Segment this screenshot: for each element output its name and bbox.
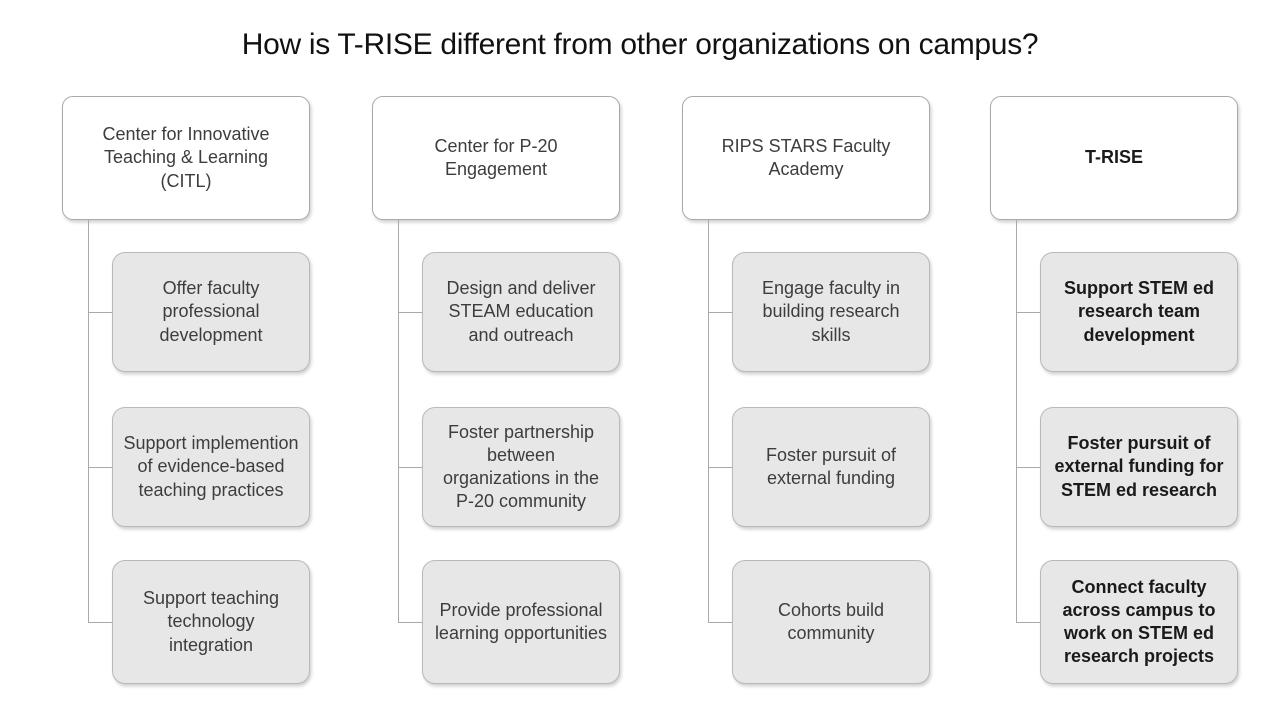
- item-label: Engage faculty in building research skil…: [761, 278, 901, 345]
- item-box: Cohorts build community: [732, 560, 930, 684]
- connector-elbow: [1016, 622, 1040, 623]
- connector-elbow: [1016, 312, 1040, 313]
- item-box: Design and deliver STEAM education and o…: [422, 252, 620, 372]
- connector-vertical-line: [1016, 220, 1017, 622]
- header-label: Center for Innovative Teaching & Learnin…: [102, 123, 270, 191]
- connector-elbow: [398, 312, 422, 313]
- item-box: Foster pursuit of external funding: [732, 407, 930, 527]
- item-box: Provide professional learning opportunit…: [422, 560, 620, 684]
- connector-elbow: [88, 622, 112, 623]
- connector-vertical-line: [708, 220, 709, 622]
- column-t-rise: T-RISE Support STEM ed research team dev…: [990, 96, 1238, 696]
- header-label: Center for P-20 Engagement: [434, 135, 558, 179]
- column-citl: Center for Innovative Teaching & Learnin…: [62, 96, 310, 696]
- item-box: Engage faculty in building research skil…: [732, 252, 930, 372]
- connector-elbow: [708, 622, 732, 623]
- connector-elbow: [88, 312, 112, 313]
- connector-vertical-line: [88, 220, 89, 622]
- item-label: Support implemention of evidence-based t…: [123, 433, 299, 500]
- item-label: Foster pursuit of external funding: [765, 444, 897, 488]
- connector-elbow: [398, 622, 422, 623]
- header-label: RIPS STARS Faculty Academy: [721, 135, 891, 179]
- item-label: Support teaching technology integration: [142, 588, 280, 655]
- connector-elbow: [398, 467, 422, 468]
- item-label: Foster partnership between organizations…: [442, 421, 600, 512]
- item-box: Offer faculty professional development: [112, 252, 310, 372]
- item-label: Support STEM ed research team developmen…: [1064, 278, 1214, 345]
- connector-elbow: [1016, 467, 1040, 468]
- item-box: Support implemention of evidence-based t…: [112, 407, 310, 527]
- connector-vertical-line: [398, 220, 399, 622]
- item-label: Provide professional learning opportunit…: [434, 599, 608, 643]
- header-box-p20: Center for P-20 Engagement: [372, 96, 620, 220]
- item-box: Foster partnership between organizations…: [422, 407, 620, 527]
- item-label: Cohorts build community: [777, 599, 885, 643]
- connector-elbow: [708, 312, 732, 313]
- header-box-t-rise: T-RISE: [990, 96, 1238, 220]
- item-box: Support teaching technology integration: [112, 560, 310, 684]
- header-label: T-RISE: [1084, 147, 1143, 168]
- item-label: Offer faculty professional development: [159, 278, 263, 345]
- column-p20-engagement: Center for P-20 Engagement Design and de…: [372, 96, 620, 696]
- header-box-citl: Center for Innovative Teaching & Learnin…: [62, 96, 310, 220]
- item-box: Support STEM ed research team developmen…: [1040, 252, 1238, 372]
- column-rips-stars: RIPS STARS Faculty Academy Engage facult…: [682, 96, 930, 696]
- item-box: Connect faculty across campus to work on…: [1040, 560, 1238, 684]
- item-label: Connect faculty across campus to work on…: [1062, 576, 1216, 667]
- connector-elbow: [88, 467, 112, 468]
- item-box: Foster pursuit of external funding for S…: [1040, 407, 1238, 527]
- header-box-rips-stars: RIPS STARS Faculty Academy: [682, 96, 930, 220]
- item-label: Foster pursuit of external funding for S…: [1054, 433, 1224, 500]
- item-label: Design and deliver STEAM education and o…: [446, 278, 596, 345]
- connector-elbow: [708, 467, 732, 468]
- page-title: How is T-RISE different from other organ…: [241, 28, 1039, 61]
